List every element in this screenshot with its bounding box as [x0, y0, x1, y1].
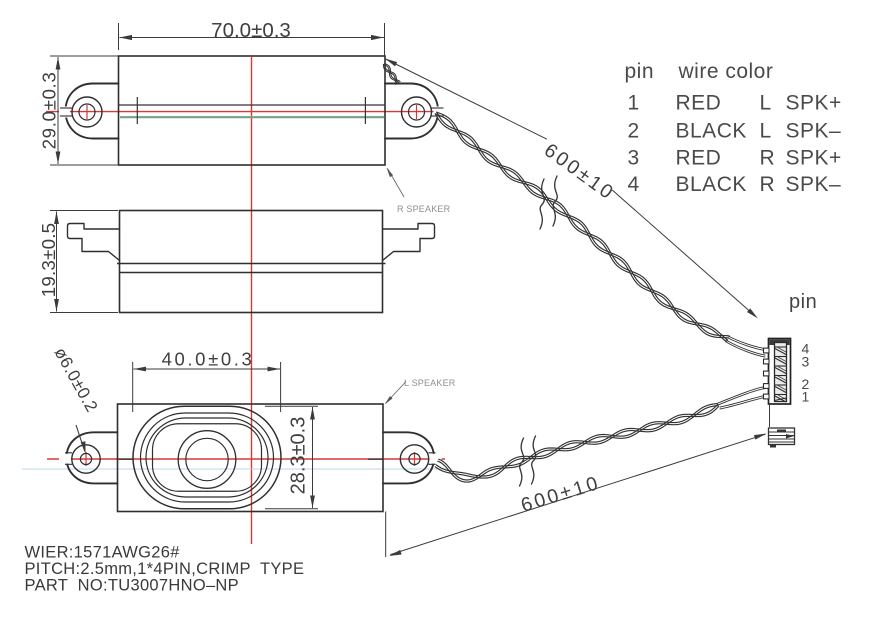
- svg-text:70.0±0.3: 70.0±0.3: [211, 19, 291, 42]
- svg-text:SPK–: SPK–: [786, 173, 842, 196]
- svg-text:L SPEAKER: L SPEAKER: [404, 378, 456, 388]
- svg-text:28.3±0.3: 28.3±0.3: [288, 417, 310, 495]
- svg-text:SPK+: SPK+: [786, 92, 842, 115]
- svg-text:R: R: [760, 173, 776, 196]
- svg-text:2: 2: [802, 376, 810, 392]
- svg-text:3: 3: [802, 354, 810, 370]
- svg-text:wire color: wire color: [678, 60, 774, 83]
- svg-text:SPK+: SPK+: [786, 147, 842, 170]
- svg-text:4: 4: [628, 173, 640, 196]
- svg-text:1: 1: [628, 92, 640, 115]
- svg-text:L: L: [760, 92, 772, 115]
- svg-text:RED: RED: [676, 147, 722, 170]
- svg-text:WIER:1571AWG26#: WIER:1571AWG26#: [25, 544, 181, 562]
- svg-text:SPK–: SPK–: [786, 120, 842, 143]
- svg-text:4: 4: [802, 341, 810, 357]
- svg-text:2: 2: [628, 120, 640, 143]
- svg-text:RED: RED: [676, 92, 722, 115]
- svg-text:40.0±0.3: 40.0±0.3: [162, 348, 255, 369]
- svg-text:BLACK: BLACK: [676, 120, 747, 143]
- svg-text:L: L: [760, 120, 772, 143]
- svg-text:pin: pin: [625, 60, 655, 83]
- svg-text:PART NO:TU3007HNO–NP: PART NO:TU3007HNO–NP: [25, 577, 239, 595]
- svg-text:BLACK: BLACK: [676, 173, 747, 196]
- svg-text:19.3±0.5: 19.3±0.5: [38, 223, 59, 298]
- svg-text:R: R: [760, 147, 776, 170]
- svg-text:1: 1: [802, 389, 810, 405]
- svg-text:pin: pin: [789, 291, 817, 313]
- svg-text:29.0±0.3: 29.0±0.3: [39, 72, 60, 150]
- svg-text:R SPEAKER: R SPEAKER: [397, 204, 451, 214]
- svg-text:PITCH:2.5mm,1*4PIN,CRIMP TYPE: PITCH:2.5mm,1*4PIN,CRIMP TYPE: [25, 560, 305, 578]
- svg-text:3: 3: [628, 147, 640, 170]
